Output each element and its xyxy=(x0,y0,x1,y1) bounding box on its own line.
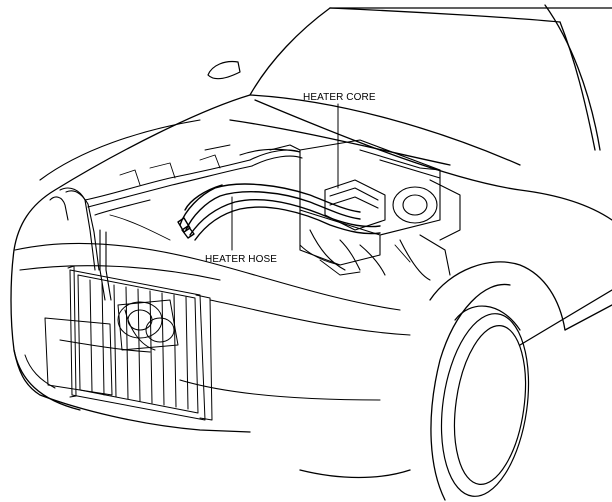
heater-hose xyxy=(177,183,381,241)
ac-compressor xyxy=(117,299,179,351)
radiator-condenser xyxy=(67,265,213,421)
engine-bay-details xyxy=(109,144,411,276)
front-wheel xyxy=(440,305,530,497)
headlight xyxy=(14,119,411,401)
leader-lines xyxy=(231,103,339,251)
grille-outline xyxy=(24,317,113,396)
hvac-unit xyxy=(239,139,461,281)
heater-hose-label: HEATER HOSE xyxy=(205,254,278,265)
car-body-outline xyxy=(10,4,612,433)
heater-core-label: HEATER CORE xyxy=(303,92,376,103)
ac-pipes xyxy=(49,149,303,301)
side-mirror xyxy=(207,60,241,80)
front-fender xyxy=(299,261,612,501)
